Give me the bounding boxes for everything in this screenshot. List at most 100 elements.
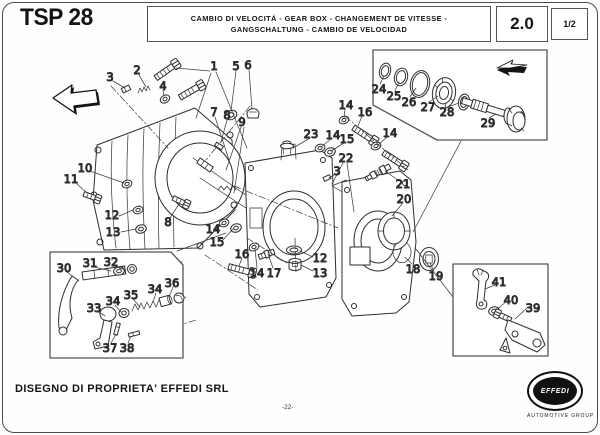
callout-4: 4 <box>159 79 166 93</box>
callout-18: 18 <box>406 262 421 276</box>
callout-27: 27 <box>421 100 436 114</box>
cap-nut-item-6 <box>246 108 260 119</box>
leader-line <box>89 170 125 184</box>
callout-8: 8 <box>164 215 171 229</box>
callout-35: 35 <box>124 288 139 302</box>
leader-line <box>514 306 529 320</box>
logo-tagline: AUTOMOTIVE GROUP <box>527 413 595 419</box>
leader-line <box>299 250 314 258</box>
callout-3: 3 <box>333 164 340 178</box>
callout-38: 38 <box>120 341 135 355</box>
leader-line <box>138 74 147 88</box>
callout-36: 36 <box>165 276 180 290</box>
leader-line <box>343 108 346 119</box>
leader-line <box>96 310 106 317</box>
callout-13: 13 <box>106 225 121 239</box>
leader-line <box>132 298 141 308</box>
leader-line <box>391 203 403 217</box>
leader-line <box>484 284 496 290</box>
output-seal-group <box>377 211 439 271</box>
plunger-34b <box>158 294 173 308</box>
leader-line <box>428 95 439 103</box>
direction-arrow-right <box>496 59 528 76</box>
title-line-1: CAMBIO DI VELOCITÁ - GEAR BOX - CHANGEME… <box>190 13 448 23</box>
leader-line <box>110 333 117 344</box>
callout-34: 34 <box>106 294 121 308</box>
property-note: DISEGNO DI PROPRIETA' EFFEDI SRL <box>15 383 229 395</box>
callout-41: 41 <box>492 275 507 289</box>
pin-38 <box>127 330 141 338</box>
bracket-39 <box>499 319 546 354</box>
callout-14: 14 <box>339 98 354 112</box>
callout-5: 5 <box>232 59 239 73</box>
leader-line <box>221 228 234 242</box>
leader-line <box>267 253 274 269</box>
brand-logo: EFFEDI AUTOMOTIVE GROUP <box>527 371 595 419</box>
bearing-27 <box>431 77 457 109</box>
selector-33 <box>92 306 117 350</box>
callout-6: 6 <box>244 58 251 72</box>
leader-line <box>346 162 355 213</box>
callout-23: 23 <box>304 127 319 141</box>
leader-line <box>292 137 311 149</box>
leader-line <box>114 304 122 313</box>
leader-line <box>233 126 245 194</box>
page-indicator: 1/2 <box>551 8 588 40</box>
section-code: 2.0 <box>496 6 548 42</box>
callout-1: 1 <box>210 59 217 73</box>
logo-oval: EFFEDI <box>527 371 583 411</box>
callout-2: 2 <box>133 63 140 77</box>
leader-line <box>162 89 165 97</box>
inset-input-shaft <box>372 49 548 233</box>
leader-line <box>300 264 314 272</box>
leader-line <box>328 174 335 179</box>
title-box: CAMBIO DI VELOCITÁ - GEAR BOX - CHANGEME… <box>147 6 491 42</box>
leader-line <box>75 182 88 194</box>
callout-37: 37 <box>103 341 118 355</box>
callout-33: 33 <box>87 301 102 315</box>
callout-21: 21 <box>396 177 411 191</box>
model-code: TSP 28 <box>20 4 93 31</box>
page-number: -22- <box>282 404 294 411</box>
inset-selector-lever <box>49 232 227 359</box>
leader-line <box>216 223 223 229</box>
callout-32: 32 <box>104 255 119 269</box>
washer-34a <box>118 307 130 319</box>
snap-ring-26 <box>409 70 431 98</box>
spring-item-2 <box>137 85 151 94</box>
callout-9: 9 <box>238 115 245 129</box>
callout-14: 14 <box>206 222 221 236</box>
input-shaft-29 <box>460 97 526 133</box>
callout-30: 30 <box>57 261 72 275</box>
leader-line <box>127 335 132 344</box>
leader-line <box>120 228 137 233</box>
leader-line <box>377 136 388 146</box>
callout-7: 7 <box>210 105 217 119</box>
callout-22: 22 <box>339 151 354 165</box>
ring-25 <box>393 67 409 87</box>
leader-line <box>113 265 127 271</box>
leader-line <box>254 248 258 269</box>
leader-line <box>331 162 344 185</box>
leader-line <box>357 115 363 127</box>
callout-3: 3 <box>106 70 113 84</box>
leader-line <box>409 87 417 98</box>
shift-rails <box>192 141 253 213</box>
cap-36 <box>173 292 185 304</box>
callout-15: 15 <box>210 235 225 249</box>
breather-item-23 <box>280 140 294 155</box>
callout-24: 24 <box>372 82 387 96</box>
leader-line <box>220 119 228 143</box>
callout-12: 12 <box>105 208 120 222</box>
leader-line <box>429 262 435 272</box>
callout-16: 16 <box>358 105 373 119</box>
leader-line <box>175 67 211 72</box>
callout-14: 14 <box>250 266 265 280</box>
spring-35 <box>131 299 160 312</box>
leader-line <box>404 256 413 265</box>
leader-line <box>118 209 134 217</box>
leader-line <box>169 203 180 219</box>
